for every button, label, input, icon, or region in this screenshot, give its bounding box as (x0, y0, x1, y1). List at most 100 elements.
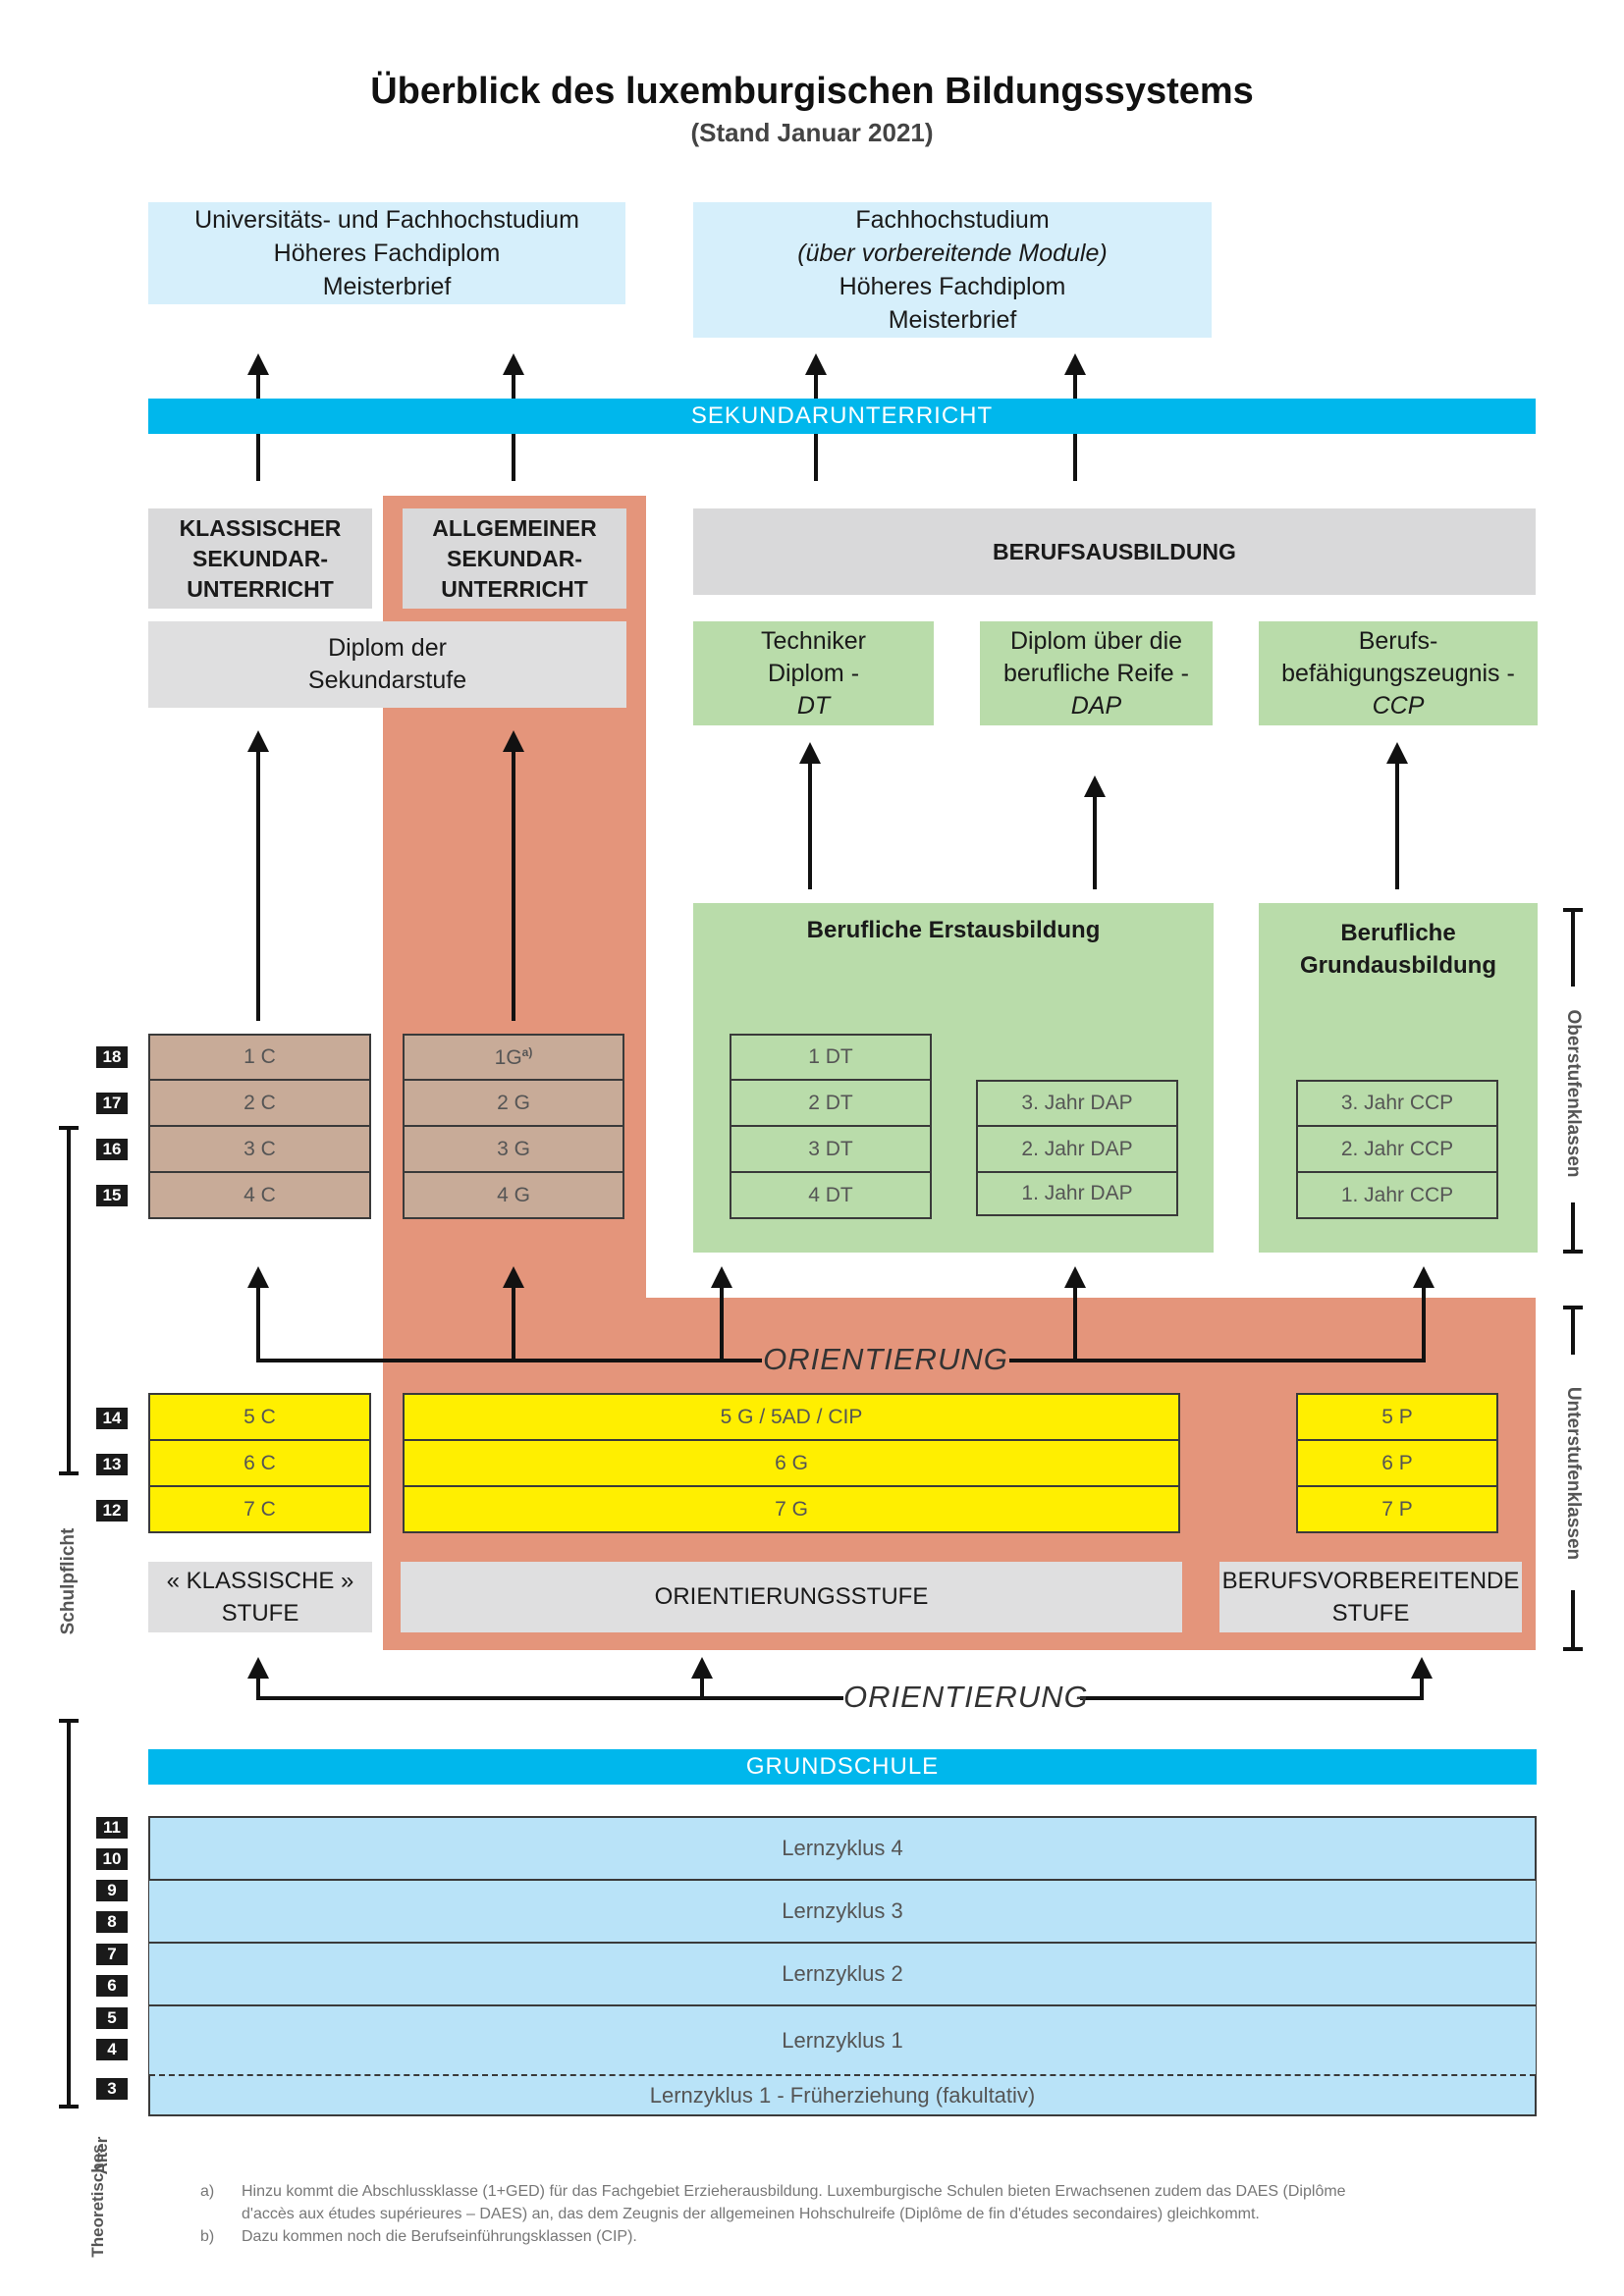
arrow-head (799, 742, 821, 764)
compulsory-bracket-cap (59, 1126, 79, 1130)
diploma-ccp-abbr: CCP (1372, 691, 1425, 720)
track-header-label: ALLGEMEINER SEKUNDAR- UNTERRICHT (432, 514, 597, 602)
diploma-dt-abbr: DT (796, 691, 831, 720)
class-row: 4 C (148, 1171, 371, 1219)
stage-classic: « KLASSISCHE » STUFE (148, 1562, 372, 1632)
learning-cycle: Lernzyklus 1 (149, 2004, 1536, 2074)
class-row: 1. Jahr DAP (976, 1171, 1178, 1216)
arrow-line (512, 1284, 515, 1362)
arrow-line (1422, 1284, 1426, 1362)
age-badge: 15 (96, 1185, 128, 1206)
class-row: 6 P (1296, 1439, 1498, 1487)
footnote-b-line: Dazu kommen noch die Berufseinführungskl… (242, 2228, 637, 2245)
secondary-diploma-line: Diplom der (328, 634, 447, 662)
arrow-line (1073, 1284, 1077, 1362)
compulsory-bracket-cap (59, 1719, 79, 1723)
diploma-dap-abbr: DAP (1070, 691, 1122, 720)
learning-cycle: Lernzyklus 4 (782, 1835, 903, 1860)
secondary-education-band: SEKUNDARUNTERRICHT (148, 399, 1536, 434)
class-row: 3. Jahr DAP (976, 1080, 1178, 1127)
initial-training-title: Berufliche Erstausbildung (806, 917, 1101, 943)
arrow-line (1093, 793, 1097, 889)
age-axis-label-2: Alter (92, 2136, 111, 2175)
arrow-head (711, 1266, 732, 1288)
arrow-line (256, 432, 260, 481)
arrow-head (1084, 775, 1106, 797)
higher-education-line: Fachhochstudium (855, 206, 1050, 234)
lower-classes-label-bg (1559, 1355, 1587, 1590)
upper-classes-bracket-cap (1563, 908, 1583, 912)
age-badge: 7 (96, 1944, 128, 1965)
class-row: 3 G (403, 1125, 624, 1173)
diploma-dt-line: Techniker (761, 626, 866, 655)
arrow-head (247, 730, 269, 752)
higher-education-line: (über vorbereitende Module) (797, 240, 1108, 267)
arrow-line (512, 432, 515, 481)
age-badge: 17 (96, 1093, 128, 1114)
stage-orientation: ORIENTIERUNGSSTUFE (401, 1562, 1182, 1632)
arrow-line (1395, 760, 1399, 889)
age-badge: 14 (96, 1408, 128, 1429)
diploma-ccp-box: Berufs- befähigungszeugnis - CCP (1259, 621, 1538, 725)
class-row: 5 G / 5AD / CIP (403, 1393, 1180, 1441)
class-row: 7 P (1296, 1485, 1498, 1533)
class-row: 3. Jahr CCP (1296, 1080, 1498, 1127)
class-label: 1G (494, 1045, 522, 1069)
age-badge: 13 (96, 1454, 128, 1475)
class-row: 3 C (148, 1125, 371, 1173)
arrow-head (247, 1657, 269, 1679)
diploma-dap-box: Diplom über die berufliche Reife - DAP (980, 621, 1213, 725)
arrow-head (247, 1266, 269, 1288)
arrow-line (808, 760, 812, 889)
class-row: 2. Jahr CCP (1296, 1125, 1498, 1173)
class-row: 1 C (148, 1034, 371, 1081)
arrow-line (256, 373, 260, 399)
orientation-line (1080, 1696, 1424, 1700)
class-row: 3 DT (730, 1125, 932, 1173)
orientation-label-upper: ORIENTIERUNG (763, 1342, 1008, 1376)
arrow-head (805, 353, 827, 375)
compulsory-bracket (67, 1719, 71, 2109)
lower-classes-bracket-cap (1563, 1647, 1583, 1651)
diploma-dap-line: Diplom über die (1009, 626, 1183, 655)
upper-classes-label-bg (1559, 987, 1587, 1202)
age-badge: 10 (96, 1848, 128, 1870)
class-label-with-note: 1Ga) (495, 1045, 533, 1070)
class-row: 6 C (148, 1439, 371, 1487)
secondary-diploma-line: Sekundarstufe (307, 667, 467, 694)
class-row: 6 G (403, 1439, 1180, 1487)
diploma-ccp-line: Berufs- (1358, 626, 1438, 655)
primary-education-band: GRUNDSCHULE (148, 1749, 1537, 1785)
track-header-vocational: BERUFSAUSBILDUNG (693, 508, 1536, 595)
arrow-line (1073, 432, 1077, 481)
track-header-label: KLASSISCHER SEKUNDAR- UNTERRICHT (179, 514, 342, 602)
diploma-dap-line: berufliche Reife - (1003, 659, 1189, 687)
arrow-line (700, 1675, 704, 1700)
upper-classes-label: Oberstufenklassen (1563, 1009, 1584, 1178)
arrow-line (512, 373, 515, 399)
track-header-classic: KLASSISCHER SEKUNDAR- UNTERRICHT (148, 508, 372, 609)
basic-training-block (1259, 903, 1538, 1253)
diploma-dt-box: Techniker Diplom - DT (693, 621, 934, 725)
diploma-ccp-line: befähigungszeugnis - (1281, 659, 1515, 687)
arrow-head (1411, 1657, 1433, 1679)
arrow-line (814, 432, 818, 481)
class-row: 2. Jahr DAP (976, 1125, 1178, 1173)
class-row: 5 C (148, 1393, 371, 1441)
stage-classic-line: STUFE (221, 1600, 299, 1627)
initial-training-block (693, 903, 1214, 1253)
age-badge: 3 (96, 2078, 128, 2100)
age-badge: 5 (96, 2007, 128, 2029)
age-badge: 16 (96, 1139, 128, 1160)
footnote-marker: a) (521, 1044, 533, 1059)
compulsory-bracket-cap (59, 1471, 79, 1475)
class-row: 2 G (403, 1079, 624, 1127)
learning-cycle: Lernzyklus 2 (149, 1942, 1536, 2004)
secondary-diploma-box: Diplom der Sekundarstufe (148, 621, 626, 708)
stage-prep-line: BERUFSVORBEREITENDE (1221, 1568, 1520, 1594)
compulsory-label: Schulpflicht (58, 1527, 79, 1635)
stage-prep: BERUFSVORBEREITENDE STUFE (1219, 1562, 1522, 1632)
stage-prep-line: STUFE (1331, 1600, 1410, 1627)
arrow-head (503, 730, 524, 752)
basic-training-title: Berufliche Grundausbildung (1259, 917, 1538, 982)
